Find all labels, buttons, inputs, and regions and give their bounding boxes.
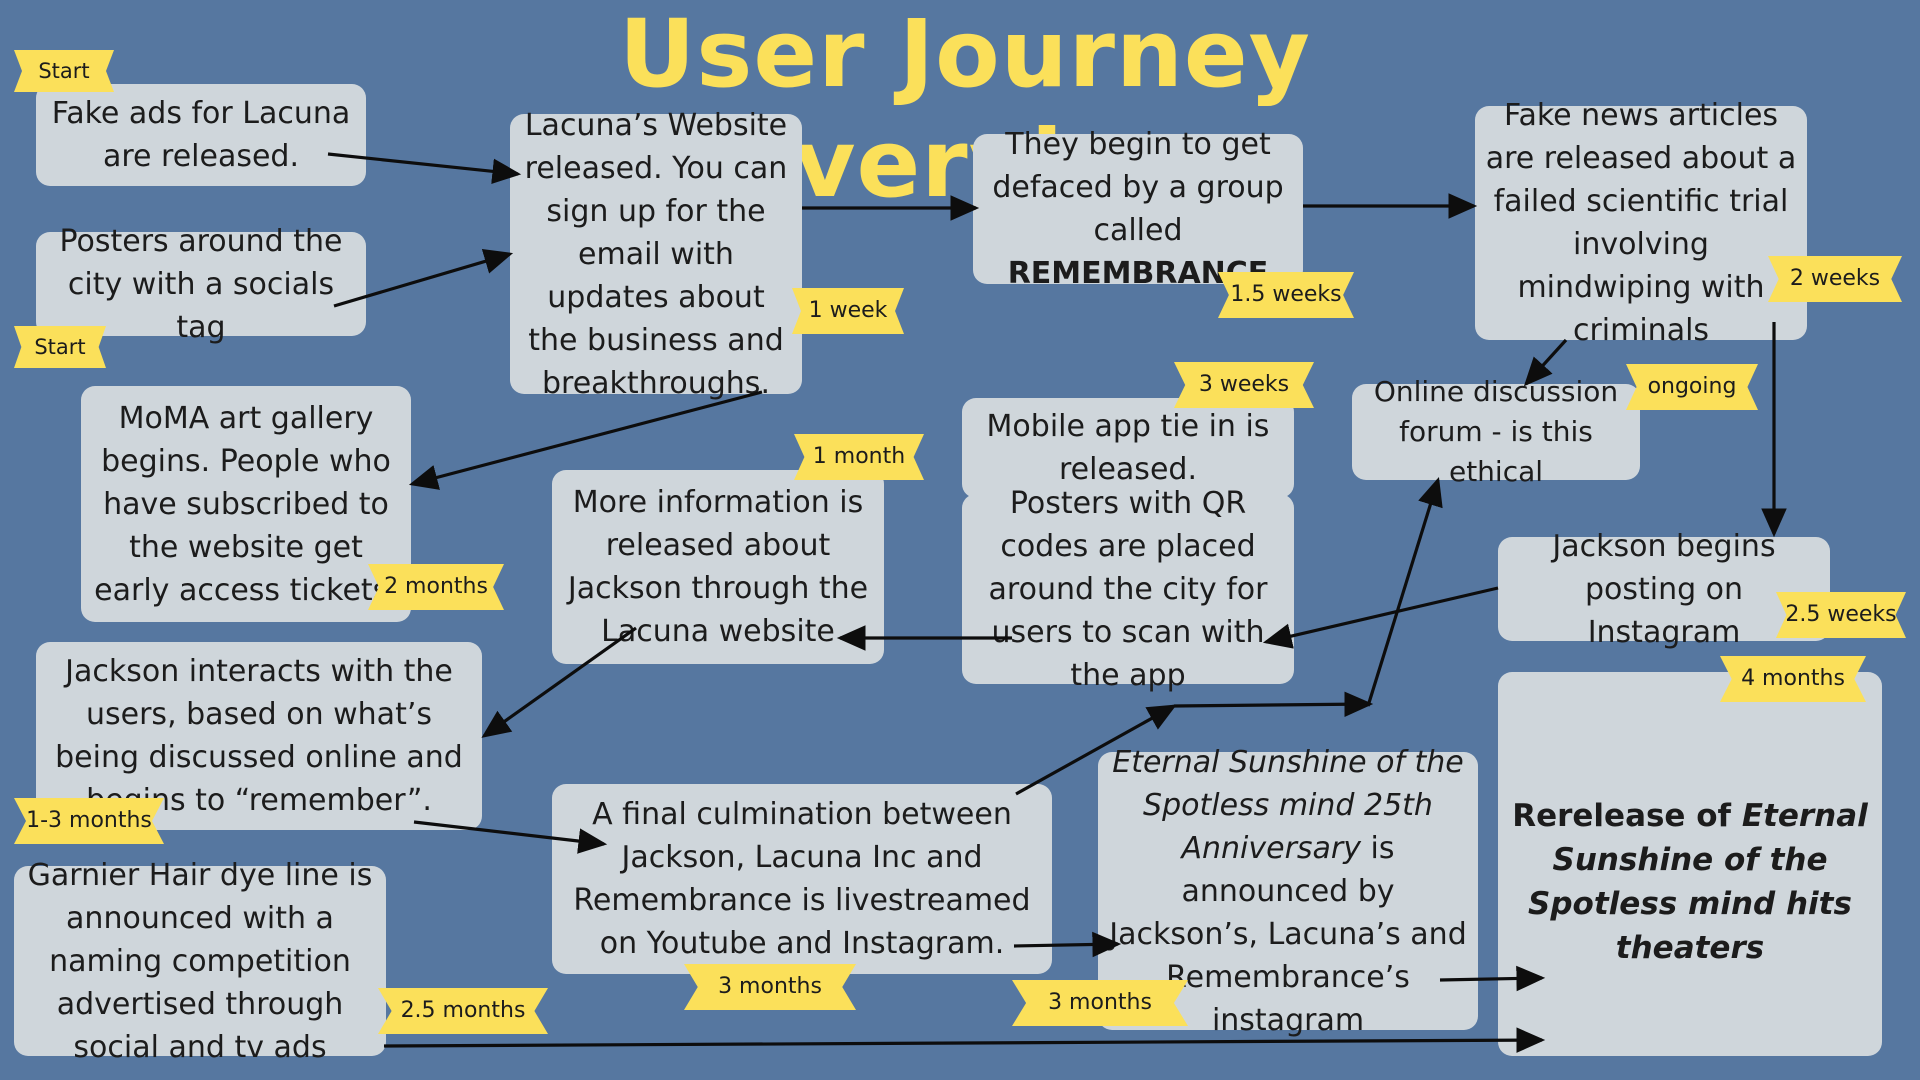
tag-2-5-weeks: 2.5 weeks (1776, 592, 1906, 638)
node-posters-city: Posters around the city with a socials t… (36, 224, 366, 345)
tag-3-weeks: 3 weeks (1174, 362, 1314, 408)
tag-1-week: 1 week (792, 288, 904, 334)
tag-3-months-anniversary: 3 months (1012, 980, 1188, 1026)
node-garnier-text: Garnier Hair dye line is announced with … (27, 857, 373, 1065)
tag-2-weeks: 2 weeks (1768, 256, 1902, 302)
arrow-to-forum (1366, 476, 1443, 707)
node-qr-posters: Posters with QR codes are placed around … (962, 486, 1294, 693)
node-rerelease-title: Eternal Sunshine of the Spotless mind hi… (1528, 798, 1868, 966)
node-forum: Online discussion forum - is this ethica… (1352, 375, 1640, 488)
node-website-text: Lacuna’s Website released. You can sign … (524, 107, 788, 401)
tag-ongoing: ongoing (1626, 364, 1758, 410)
node-defaced-text: They begin to get defaced by a group cal… (992, 127, 1284, 248)
node-anniversary: Eternal Sunshine of the Spotless mind 25… (1098, 745, 1478, 1038)
node-mobile-app: Mobile app tie in is released. (962, 398, 1294, 498)
node-rerelease: Rerelease of Eternal Sunshine of the Spo… (1498, 672, 1882, 1056)
node-fake-news: Fake news articles are released about a … (1475, 98, 1807, 348)
arrow-instagram-to-qr (1262, 586, 1499, 649)
node-mobile-app-text: Mobile app tie in is released. (986, 409, 1270, 487)
node-culmination: A final culmination between Jackson, Lac… (552, 784, 1052, 974)
tag-1-5-weeks: 1.5 weeks (1218, 272, 1354, 318)
node-defaced: They begin to get defaced by a group cal… (973, 127, 1303, 291)
tag-start-posters: Start (14, 326, 106, 368)
node-website: Lacuna’s Website released. You can sign … (510, 108, 802, 401)
node-posters-city-text: Posters around the city with a socials t… (59, 223, 343, 345)
node-fake-news-text: Fake news articles are released about a … (1485, 98, 1797, 348)
node-rerelease-text: Rerelease of (1512, 798, 1732, 834)
tag-1-month: 1 month (794, 434, 924, 480)
node-jackson-interacts-text: Jackson interacts with the users, based … (55, 654, 463, 818)
arrow-branch-right (1173, 691, 1374, 718)
node-garnier: Garnier Hair dye line is announced with … (14, 858, 386, 1065)
tag-1-3-months: 1-3 months (14, 798, 164, 844)
node-culmination-text: A final culmination between Jackson, Lac… (573, 797, 1031, 961)
node-more-info-text: More information is released about Jacks… (567, 485, 869, 649)
node-jackson-instagram-text: Jackson begins posting on Instagram (1552, 528, 1776, 650)
page-title: User Journey Overview (619, 0, 1311, 219)
tag-start-ads: Start (14, 50, 114, 92)
tag-2-months: 2 months (368, 564, 504, 610)
tag-3-months-culmination: 3 months (684, 964, 856, 1010)
node-moma-text: MoMA art gallery begins. People who have… (94, 400, 398, 608)
node-fake-ads-text: Fake ads for Lacuna are released. (51, 96, 351, 174)
node-qr-posters-text: Posters with QR codes are placed around … (988, 485, 1268, 693)
tag-4-months: 4 months (1720, 656, 1866, 702)
node-fake-ads: Fake ads for Lacuna are released. (36, 84, 366, 186)
tag-2-5-months: 2.5 months (378, 988, 548, 1034)
node-forum-text: Online discussion forum - is this ethica… (1373, 375, 1619, 488)
node-anniversary-text: is announced by Jackson’s, Lacuna’s and … (1109, 830, 1467, 1038)
node-anniversary-title: Eternal Sunshine of the Spotless mind 25… (1112, 744, 1464, 866)
node-jackson-instagram: Jackson begins posting on Instagram (1498, 529, 1830, 650)
node-more-info: More information is released about Jacks… (552, 470, 884, 664)
node-moma: MoMA art gallery begins. People who have… (81, 386, 411, 622)
